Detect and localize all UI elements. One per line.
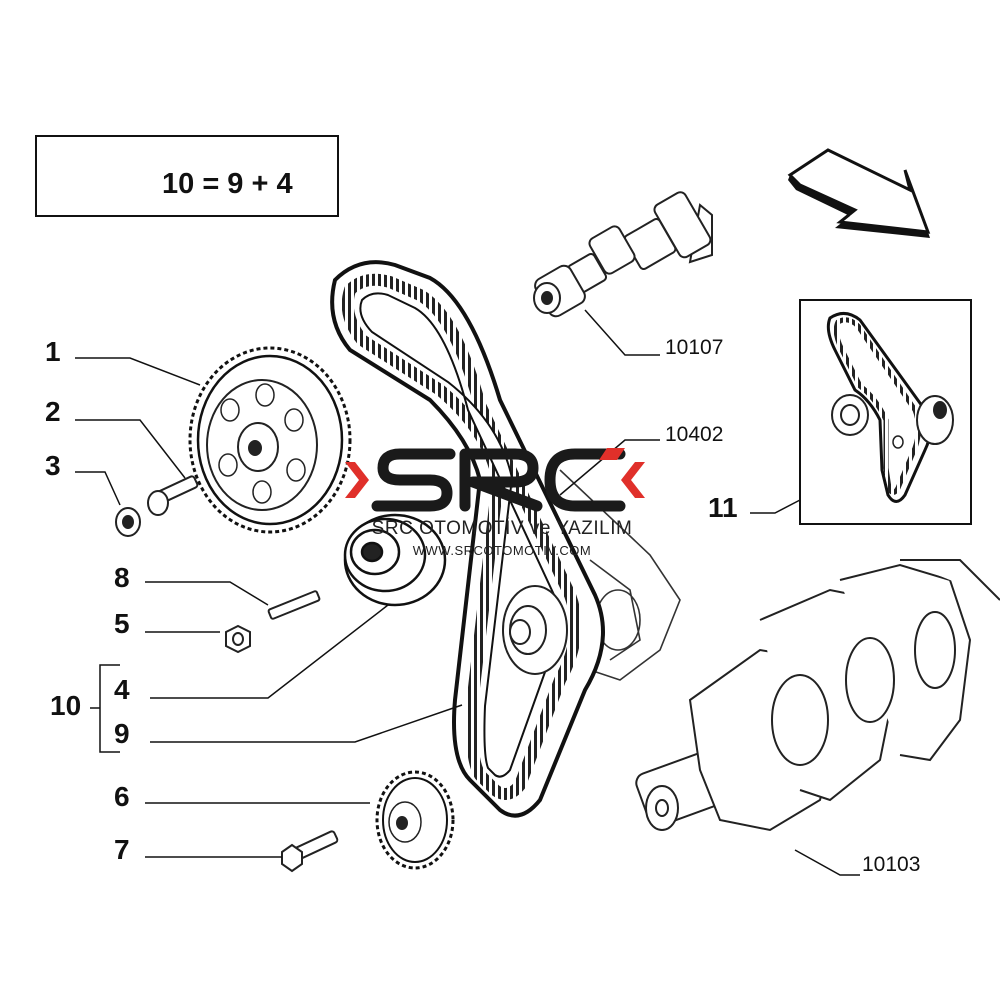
leader-1	[75, 357, 201, 386]
leader-4	[150, 604, 389, 699]
ref-cylinder-head: 10402	[665, 423, 724, 446]
washer-3	[115, 507, 141, 537]
callout-9: 9	[114, 718, 130, 749]
stud-8	[267, 590, 321, 620]
bolt-7	[281, 830, 339, 873]
belt-pulley	[502, 585, 568, 675]
kit-formula: 10 = 9 + 4	[162, 168, 293, 200]
camshaft	[533, 191, 713, 318]
callout-2: 2	[45, 396, 61, 427]
bolt-2	[147, 475, 199, 516]
leader-8	[145, 581, 269, 606]
callout-7: 7	[114, 834, 130, 865]
tensioner-pulley	[343, 513, 447, 607]
leader-2	[75, 419, 186, 479]
callout-1: 1	[45, 336, 61, 367]
leader-9	[150, 704, 463, 743]
leader-3	[75, 471, 121, 506]
callout-6: 6	[114, 781, 130, 812]
leader-10103	[794, 849, 860, 876]
nut-5	[225, 624, 251, 654]
callout-3: 3	[45, 450, 61, 481]
callout-10: 10	[50, 690, 82, 721]
leader-10107	[584, 309, 660, 356]
watermark-url: WWW.SRCOTOMOTIV.COM	[412, 543, 592, 558]
ref-crankshaft: 10103	[862, 853, 921, 876]
crankshaft	[635, 559, 1000, 832]
callout-11: 11	[708, 492, 738, 523]
camshaft-gear	[188, 346, 352, 534]
callout-4: 4	[114, 674, 130, 705]
callout-5: 5	[114, 608, 130, 639]
watermark-company: SRC OTOMOTİV ve YAZILIM	[371, 518, 633, 539]
leader-10402	[559, 439, 660, 496]
watermark-logo	[345, 448, 645, 512]
crankshaft-gear	[375, 770, 455, 870]
callout-8: 8	[114, 562, 130, 593]
kit-legend-box	[35, 135, 339, 217]
ref-camshaft: 10107	[665, 336, 724, 359]
leader-11	[750, 499, 801, 514]
direction-arrow-icon	[787, 148, 931, 238]
inset-belt-assembly	[826, 312, 954, 503]
